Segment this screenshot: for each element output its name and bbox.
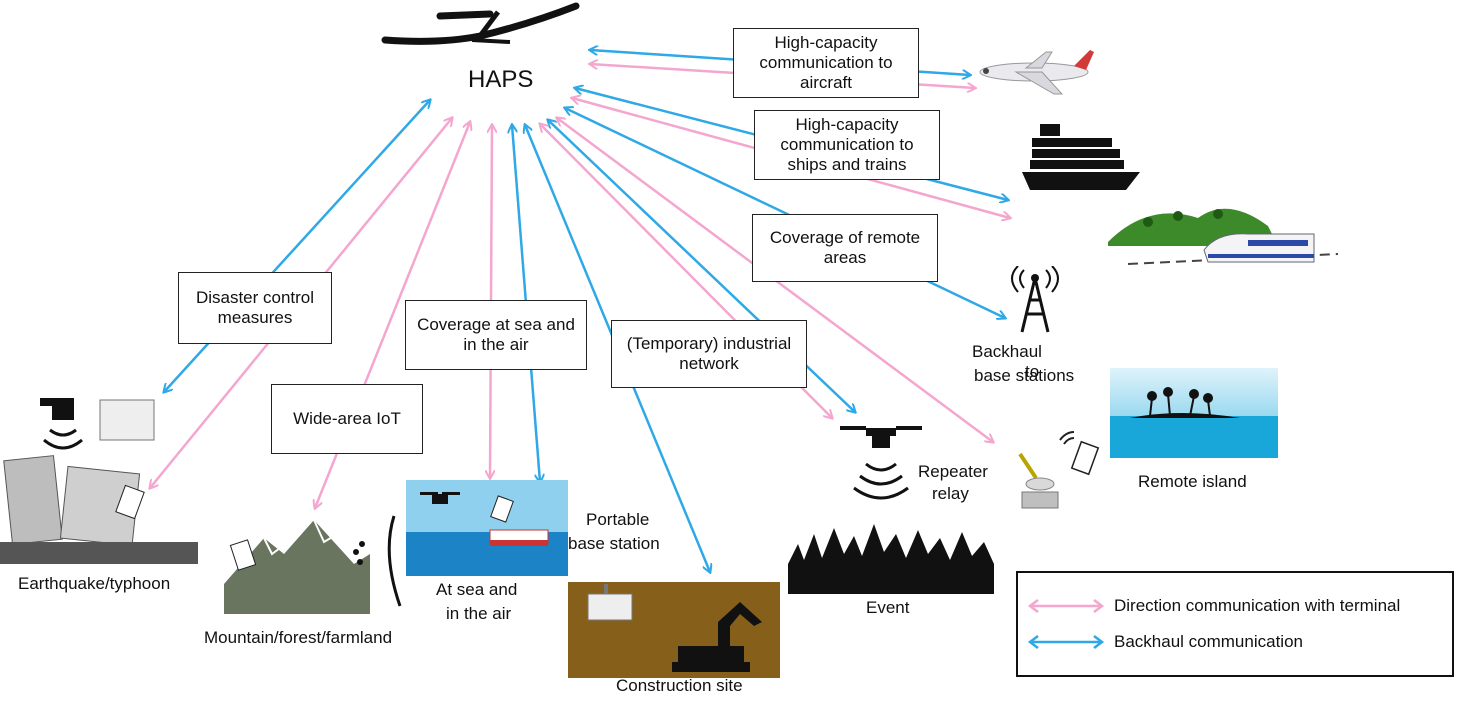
label-at-sea-2: in the air xyxy=(446,604,512,623)
earthquake-image xyxy=(0,398,198,564)
label-remote-island: Remote island xyxy=(1138,472,1247,491)
haps-aircraft-icon xyxy=(381,2,580,45)
legend-backhaul-arrow-icon xyxy=(1027,635,1105,649)
legend-terminal-row: Direction communication with terminal xyxy=(1026,595,1400,617)
label-mountain: Mountain/forest/farmland xyxy=(204,628,393,647)
phone-signal-icon xyxy=(1059,431,1100,476)
label-backhaul-bs-3: base stations xyxy=(974,366,1075,385)
label-at-sea-1: At sea and xyxy=(436,580,518,599)
label-portable-2: base station xyxy=(568,534,660,553)
label-repeater-2: relay xyxy=(932,484,969,503)
label-event: Event xyxy=(866,598,910,617)
box-ships-trains: High-capacity communication to ships and… xyxy=(754,110,940,180)
haps-title: HAPS xyxy=(468,66,534,93)
airplane-icon xyxy=(979,50,1094,95)
ship-icon xyxy=(1022,124,1140,190)
box-disaster: Disaster control measures xyxy=(178,272,332,344)
label-repeater-1: Repeater xyxy=(918,462,988,481)
sea-air-image xyxy=(406,480,568,576)
event-crowd-image xyxy=(788,524,994,594)
legend-terminal-label: Direction communication with terminal xyxy=(1114,596,1401,615)
remote-island-image xyxy=(1110,368,1278,458)
box-aircraft: High-capacity communication to aircraft xyxy=(733,28,919,98)
repeater-icon xyxy=(1018,452,1059,509)
construction-site-image xyxy=(568,582,780,678)
label-backhaul-bs-2: to xyxy=(1025,362,1040,381)
legend-backhaul-row: Backhaul communication xyxy=(1026,631,1303,653)
label-backhaul-bs-1: Backhaul xyxy=(972,342,1042,361)
event-drone-icon xyxy=(840,426,922,500)
legend-backhaul-label: Backhaul communication xyxy=(1114,632,1303,651)
legend-terminal-arrow-icon xyxy=(1027,599,1105,613)
box-wide-iot: Wide-area IoT xyxy=(271,384,423,454)
train-hills-icon xyxy=(1108,208,1339,265)
box-sea-air: Coverage at sea and in the air xyxy=(405,300,587,370)
base-station-tower-icon xyxy=(1011,266,1059,333)
label-construction: Construction site xyxy=(616,676,743,695)
mountain-forest-image xyxy=(224,515,402,614)
label-earthquake: Earthquake/typhoon xyxy=(18,574,171,593)
arrow-earthquake-backhaul xyxy=(164,100,430,392)
box-remote-areas: Coverage of remote areas xyxy=(752,214,938,282)
box-industrial: (Temporary) industrial network xyxy=(611,320,807,388)
label-portable-1: Portable xyxy=(586,510,650,529)
legend: Direction communication with terminal Ba… xyxy=(1016,571,1454,677)
